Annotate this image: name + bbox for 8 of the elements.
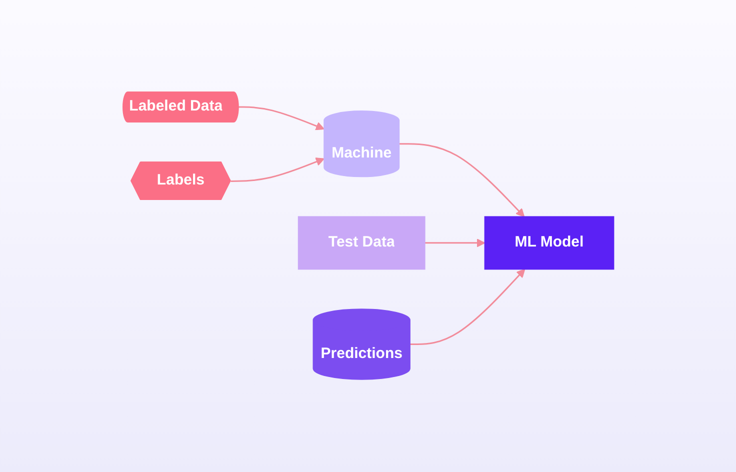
node-text: Labeled Data	[128, 98, 222, 116]
node-box: ML Model	[484, 216, 614, 270]
arrow	[410, 269, 525, 346]
arrow	[398, 143, 524, 218]
arrow	[238, 106, 324, 130]
node-box: Test Data	[298, 216, 425, 270]
arrow	[230, 158, 324, 182]
arrow	[424, 238, 485, 248]
